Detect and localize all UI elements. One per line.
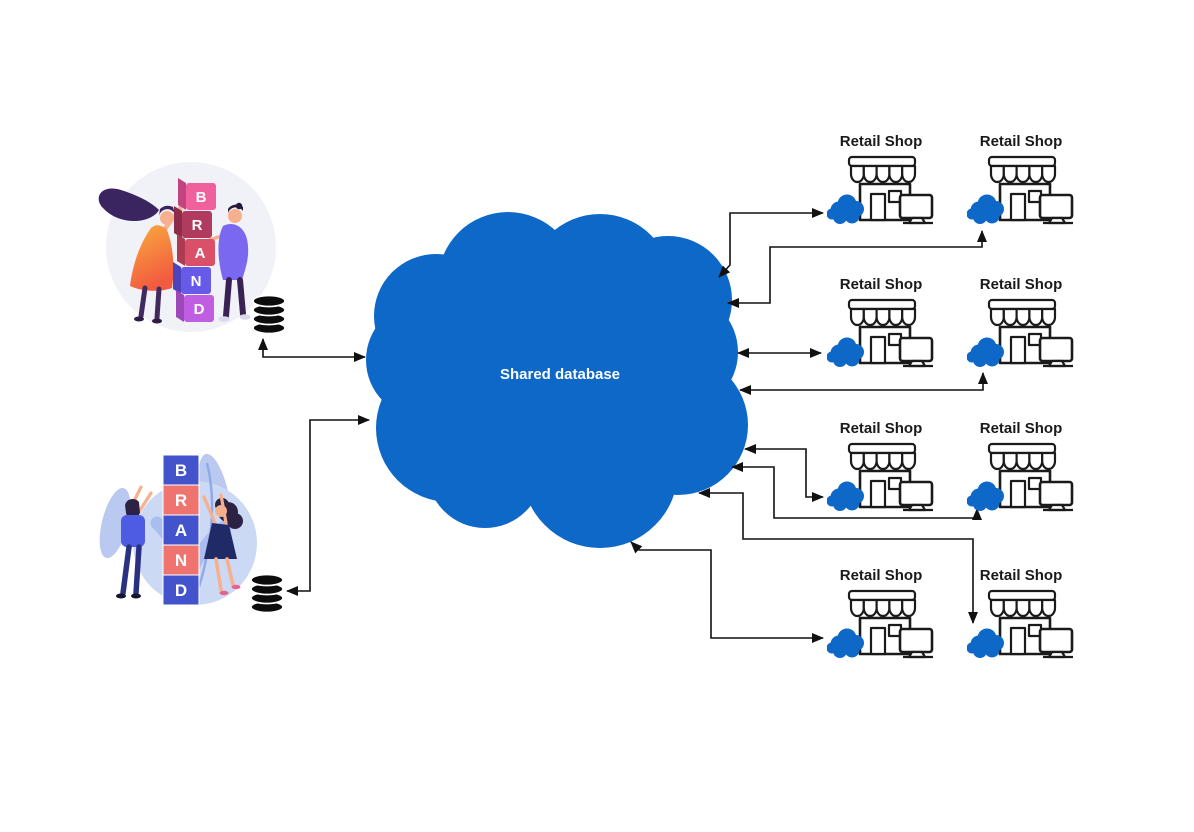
- awning-icon: [987, 442, 1057, 471]
- connector-cloud-shop-4: [739, 372, 988, 395]
- retail-shop-node-3: Retail Shop: [811, 276, 951, 372]
- man-shirt: [121, 515, 145, 547]
- connector-cloud-shop-1: [718, 208, 824, 278]
- awning-icon: [987, 589, 1057, 618]
- man-sweater: [218, 224, 249, 280]
- brand-team-bottom-illustration: B R A N D: [99, 453, 257, 606]
- cloud-icon: [967, 337, 1004, 367]
- storefront-icon: [827, 155, 934, 225]
- connector-cloud-shop-2: [727, 230, 987, 308]
- awning-icon: [987, 155, 1057, 184]
- awning-icon: [847, 155, 917, 184]
- connector-brand-top-cloud: [258, 338, 366, 362]
- cloud-icon: [967, 481, 1004, 511]
- retail-shop-node-4: Retail Shop: [951, 276, 1091, 372]
- door-icon: [1009, 335, 1027, 365]
- awning-icon: [847, 442, 917, 471]
- retail-shop-label: Retail Shop: [979, 276, 1063, 293]
- svg-text:A: A: [175, 521, 187, 540]
- monitor-icon: [898, 480, 934, 512]
- storefront-icon: [827, 298, 934, 368]
- hair-swoosh: [98, 188, 159, 221]
- retail-shop-node-2: Retail Shop: [951, 133, 1091, 229]
- monitor-icon: [1038, 627, 1074, 659]
- awning-icon: [987, 298, 1057, 327]
- awning-icon: [847, 589, 917, 618]
- door-icon: [1009, 626, 1027, 656]
- svg-text:R: R: [192, 217, 203, 234]
- connector-cloud-shop-8: [630, 541, 824, 643]
- storefront-icon: [827, 589, 934, 659]
- door-icon: [869, 335, 887, 365]
- brand-blocks-bottom: B R A N D: [162, 454, 200, 606]
- retail-shop-node-1: Retail Shop: [811, 133, 951, 229]
- cloud-label: Shared database: [499, 366, 621, 383]
- cloud-icon: [967, 194, 1004, 224]
- monitor-icon: [1038, 193, 1074, 225]
- retail-shop-node-8: Retail Shop: [951, 567, 1091, 663]
- woman-dress: [204, 523, 237, 559]
- connector-brand-bottom-cloud: [286, 415, 370, 596]
- storefront-icon: [967, 589, 1074, 659]
- door-icon: [1009, 479, 1027, 509]
- cloud-icon: [967, 628, 1004, 658]
- cloud-icon: [827, 337, 864, 367]
- retail-shop-label: Retail Shop: [839, 276, 923, 293]
- cloud-icon: [827, 194, 864, 224]
- svg-text:D: D: [175, 581, 187, 600]
- retail-shop-label: Retail Shop: [839, 567, 923, 584]
- retail-shop-label: Retail Shop: [839, 133, 923, 150]
- brand-team-top-illustration: B R A N D: [98, 162, 276, 332]
- svg-text:A: A: [195, 245, 206, 262]
- awning-icon: [847, 298, 917, 327]
- retail-shop-label: Retail Shop: [979, 133, 1063, 150]
- retail-shop-label: Retail Shop: [979, 567, 1063, 584]
- database-icon: [250, 573, 284, 613]
- svg-text:N: N: [175, 551, 187, 570]
- svg-text:B: B: [196, 189, 207, 206]
- brand-blocks-top: B R A N D: [173, 178, 216, 322]
- cloud-icon: [827, 481, 864, 511]
- door-icon: [869, 479, 887, 509]
- monitor-icon: [1038, 336, 1074, 368]
- shared-database-cloud: [366, 212, 748, 548]
- monitor-icon: [1038, 480, 1074, 512]
- svg-text:D: D: [194, 301, 205, 318]
- door-icon: [869, 626, 887, 656]
- storefront-icon: [967, 155, 1074, 225]
- retail-shop-label: Retail Shop: [839, 420, 923, 437]
- woman-dress: [130, 225, 174, 291]
- storefront-icon: [967, 298, 1074, 368]
- svg-text:R: R: [175, 491, 187, 510]
- monitor-icon: [898, 336, 934, 368]
- retail-shop-node-5: Retail Shop: [811, 420, 951, 516]
- retail-shop-node-7: Retail Shop: [811, 567, 951, 663]
- connector-cloud-shop-7: [698, 488, 978, 624]
- monitor-icon: [898, 193, 934, 225]
- svg-text:B: B: [175, 461, 187, 480]
- storefront-icon: [967, 442, 1074, 512]
- svg-text:N: N: [191, 273, 202, 290]
- door-icon: [1009, 192, 1027, 222]
- retail-shop-label: Retail Shop: [979, 420, 1063, 437]
- cloud-icon: [827, 628, 864, 658]
- retail-shop-node-6: Retail Shop: [951, 420, 1091, 516]
- database-icon: [252, 294, 286, 334]
- door-icon: [869, 192, 887, 222]
- storefront-icon: [827, 442, 934, 512]
- monitor-icon: [898, 627, 934, 659]
